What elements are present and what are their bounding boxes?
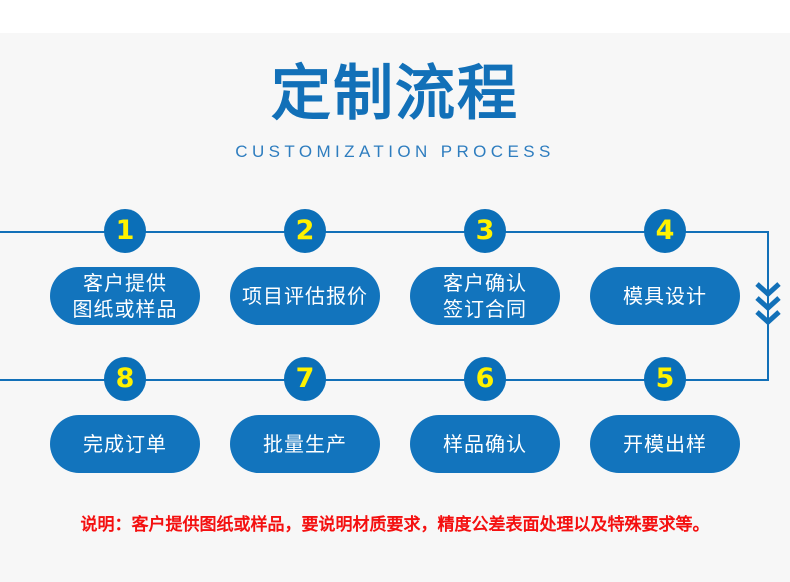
step-badge-8: 8 xyxy=(104,357,146,401)
step-badge-5: 5 xyxy=(644,357,686,401)
step-badge-7: 7 xyxy=(284,357,326,401)
step-label-5[interactable]: 开模出样 xyxy=(590,415,740,473)
step-label-6[interactable]: 样品确认 xyxy=(410,415,560,473)
step-badge-2: 2 xyxy=(284,209,326,253)
connector-line-bottom xyxy=(0,379,769,381)
step-label-8[interactable]: 完成订单 xyxy=(50,415,200,473)
page-subtitle: CUSTOMIZATION PROCESS xyxy=(235,142,555,161)
heading-block: 定制流程 CUSTOMIZATION PROCESS xyxy=(0,58,790,162)
step-badge-3: 3 xyxy=(464,209,506,253)
step-label-4[interactable]: 模具设计 xyxy=(590,267,740,325)
double-chevron-down-icon xyxy=(753,281,783,327)
footer-note: 说明：客户提供图纸或样品，要说明材质要求，精度公差表面处理以及特殊要求等。 xyxy=(80,515,710,535)
step-label-7[interactable]: 批量生产 xyxy=(230,415,380,473)
step-badge-1: 1 xyxy=(104,209,146,253)
connector-line-top xyxy=(0,231,769,233)
step-badge-4: 4 xyxy=(644,209,686,253)
page-title: 定制流程 xyxy=(271,59,519,129)
step-badge-6: 6 xyxy=(464,357,506,401)
step-label-3[interactable]: 客户确认 签订合同 xyxy=(410,267,560,325)
step-label-2[interactable]: 项目评估报价 xyxy=(230,267,380,325)
step-label-1[interactable]: 客户提供 图纸或样品 xyxy=(50,267,200,325)
